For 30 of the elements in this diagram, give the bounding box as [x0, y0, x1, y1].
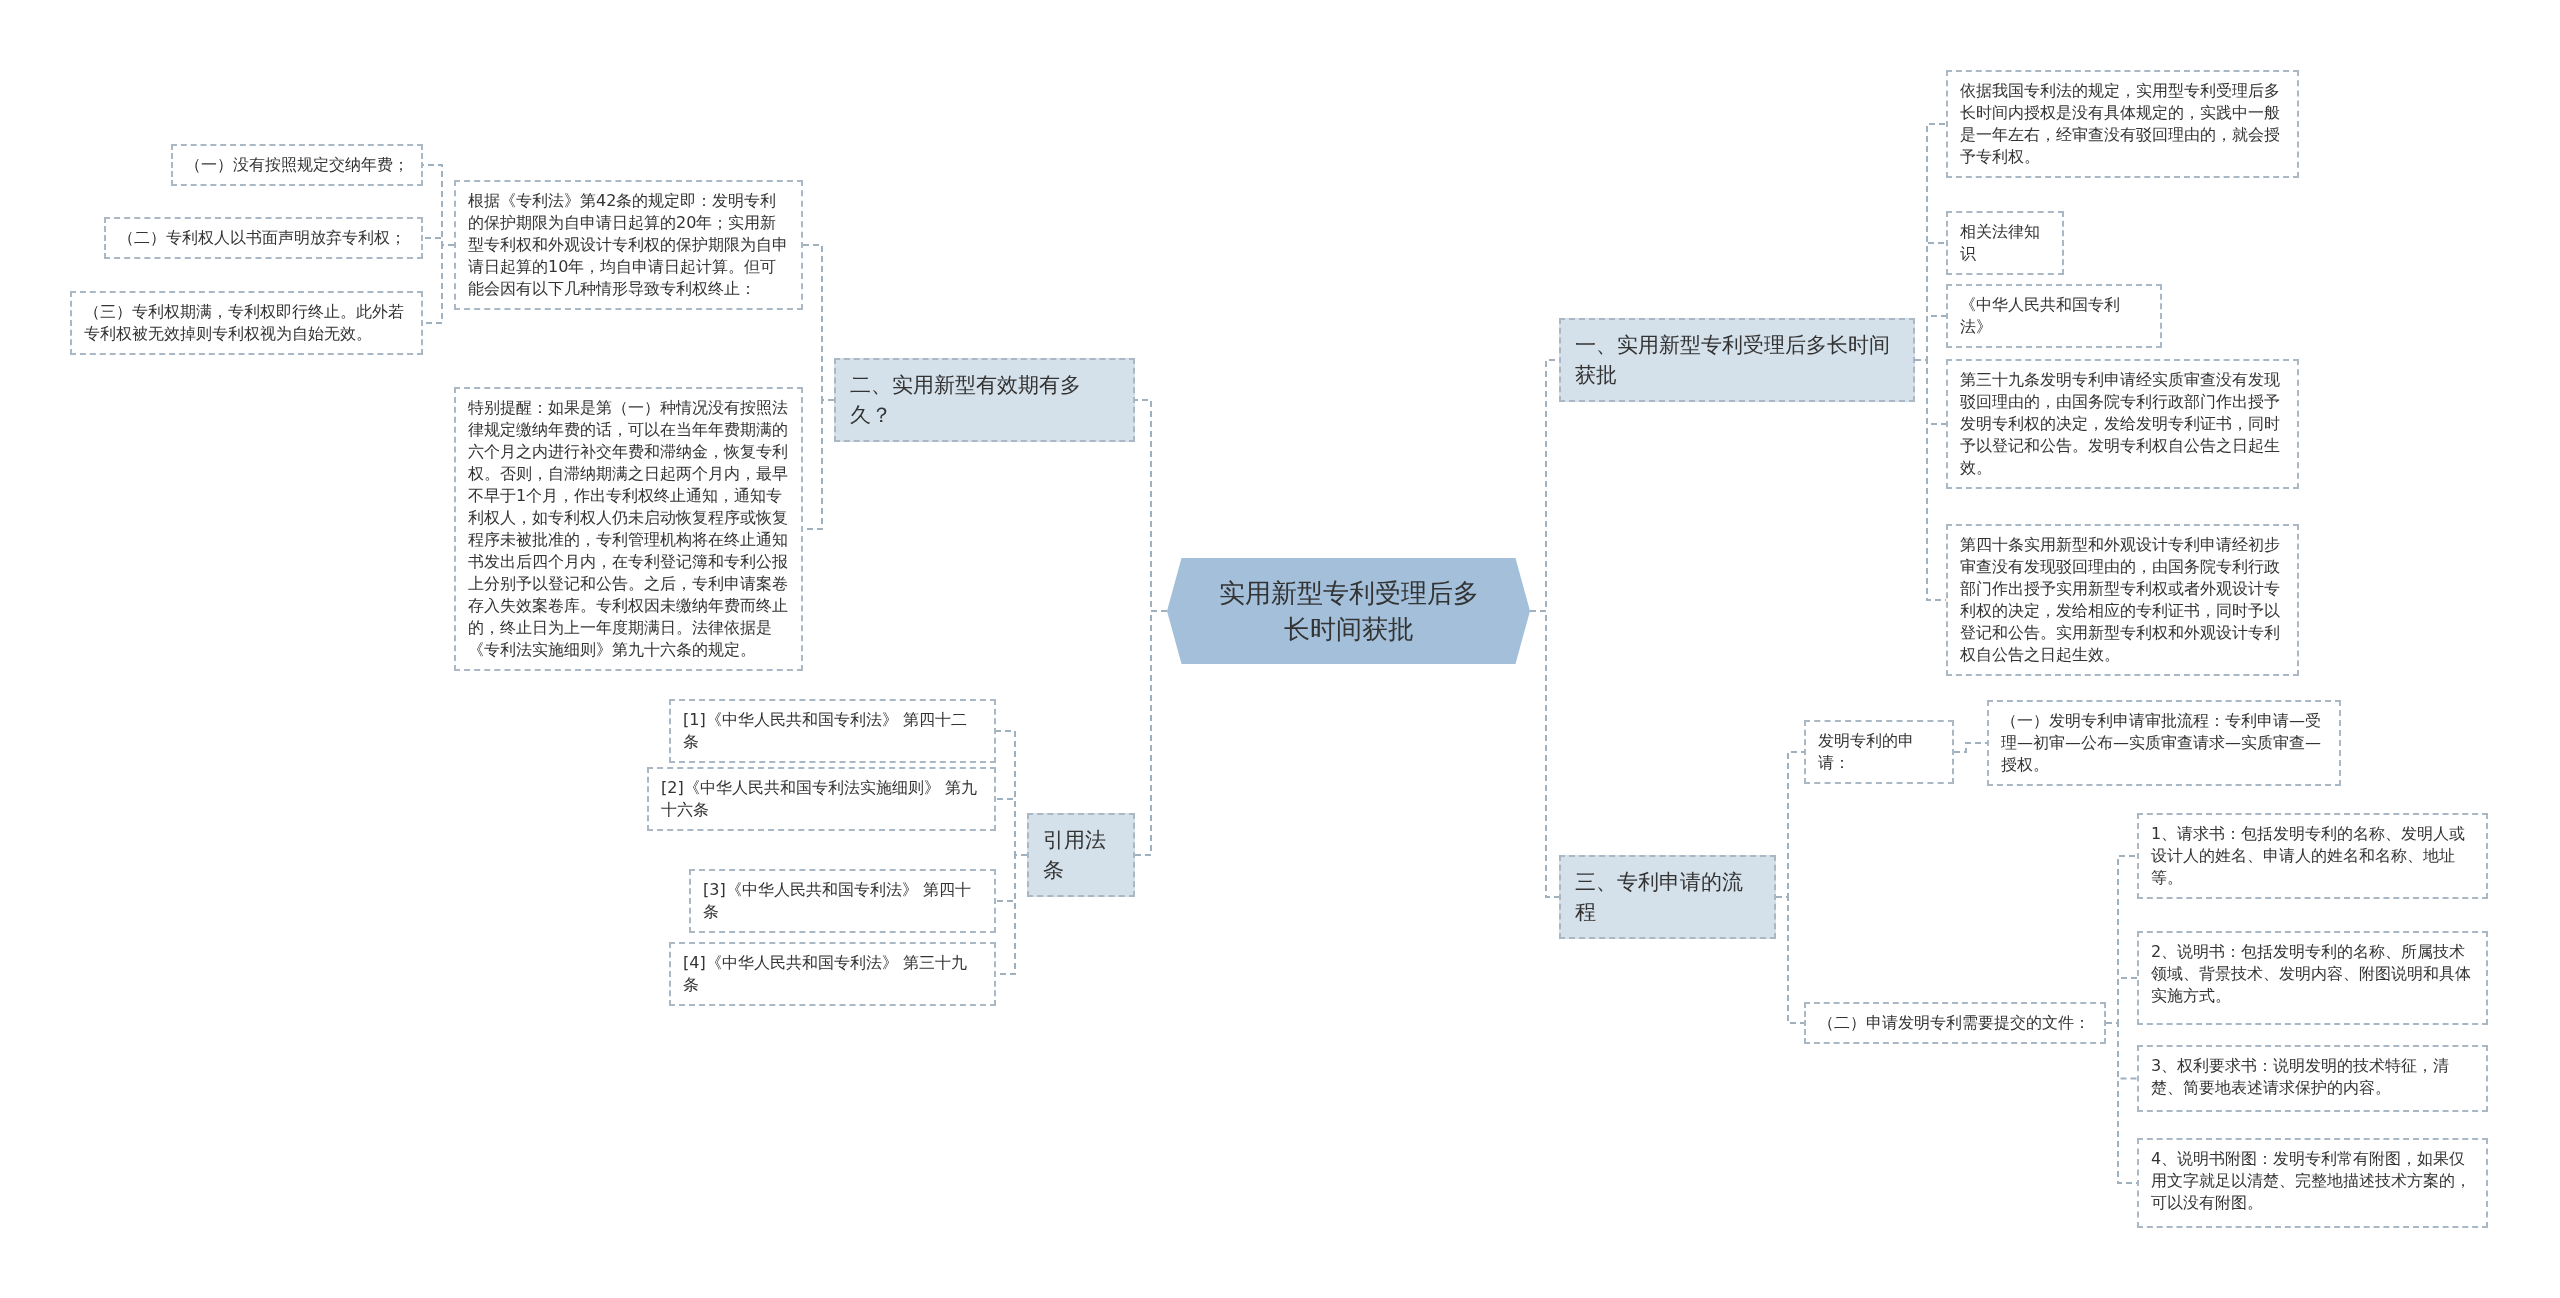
- note-box: [1]《中华人民共和国专利法》 第四十二条: [669, 699, 996, 763]
- connector-line: [1953, 742, 1988, 753]
- note-box: 根据《专利法》第42条的规定即：发明专利的保护期限为自申请日起算的20年；实用新型专利权和外观设计专利权的保护期限为自申请日起算的10年，均自申请日起计算。但可能会因有以下几种情形导致专利权终止：: [454, 180, 803, 310]
- note-box: [3]《中华人民共和国专利法》 第四十条: [689, 869, 996, 933]
- note-box: （三）专利权期满，专利权即行终止。此外若专利权被无效掉则专利权视为自始无效。: [70, 291, 423, 355]
- connector-line: [1529, 610, 1560, 898]
- note-box: 2、说明书：包括发明专利的名称、所属技术领域、背景技术、发明内容、附图说明和具体实施方式。: [2137, 931, 2488, 1025]
- note-box: 第三十九条发明专利申请经实质审查没有发现驳回理由的，由国务院专利行政部门作出授予发明专利权的决定，发给发明专利证书，同时予以登记和公告。发明专利权自公告之日起生效。: [1946, 359, 2299, 489]
- note-box: （一）发明专利申请审批流程：专利申请—受理—初审—公布—实质审查请求—实质审查—授权。: [1987, 700, 2341, 786]
- note-box: 依据我国专利法的规定，实用型专利受理后多长时间内授权是没有具体规定的，实践中一般是一年左右，经审查没有驳回理由的，就会授予专利权。: [1946, 70, 2299, 178]
- topic-box: 一、实用新型专利受理后多长时间获批: [1559, 318, 1915, 402]
- note-box: [4]《中华人民共和国专利法》 第三十九条: [669, 942, 996, 1006]
- central-topic-hexagon: 实用新型专利受理后多长时间获批: [1167, 558, 1530, 664]
- note-box: 3、权利要求书：说明发明的技术特征，清楚、简要地表述请求保护的内容。: [2137, 1045, 2488, 1112]
- note-box: 1、请求书：包括发明专利的名称、发明人或设计人的姓名、申请人的姓名和名称、地址等。: [2137, 813, 2488, 899]
- note-box: （二）专利权人以书面声明放弃专利权；: [104, 217, 423, 259]
- note-box: 发明专利的申请：: [1804, 720, 1954, 784]
- note-box: 特别提醒：如果是第（一）种情况没有按照法律规定缴纳年费的话，可以在当年年费期满的六个月之内进行补交年费和滞纳金，恢复专利权。否则，自滞纳期满之日起两个月内，最早不早于1个月，作出专利权终止通知，通知专利权人，如专利权人仍未启动恢复程序或恢复程序未被批准的，专利管理机构将在终止通知书发出后四个月内，在专利登记簿和专利公报上分别予以登记和公告。之后，专利申请案卷存入失效案卷库。专利权因未缴纳年费而终止的，终止日为上一年度期满日。法律依据是《专利法实施细则》第九十六条的规定。: [454, 387, 803, 671]
- topic-box: 二、实用新型有效期有多久？: [834, 358, 1135, 442]
- connector-line: [1775, 896, 1805, 1024]
- note-box: 《中华人民共和国专利法》: [1946, 284, 2162, 348]
- connector-line: [1134, 610, 1168, 856]
- note-box: 相关法律知识: [1946, 211, 2064, 275]
- note-box: （一）没有按照规定交纳年费；: [171, 144, 423, 186]
- topic-box: 三、专利申请的流程: [1559, 855, 1776, 939]
- topic-box: 引用法条: [1027, 813, 1135, 897]
- note-box: 第四十条实用新型和外观设计专利申请经初步审查没有发现驳回理由的，由国务院专利行政部门作出授予实用新型专利权或者外观设计专利权的决定，发给相应的专利证书，同时予以登记和公告。实用新型专利权和外观设计专利权自公告之日起生效。: [1946, 524, 2299, 676]
- note-box: （二）申请发明专利需要提交的文件：: [1804, 1002, 2106, 1044]
- note-box: [2]《中华人民共和国专利法实施细则》 第九十六条: [647, 767, 996, 831]
- note-box: 4、说明书附图：发明专利常有附图，如果仅用文字就足以清楚、完整地描述技术方案的，可以没有附图。: [2137, 1138, 2488, 1228]
